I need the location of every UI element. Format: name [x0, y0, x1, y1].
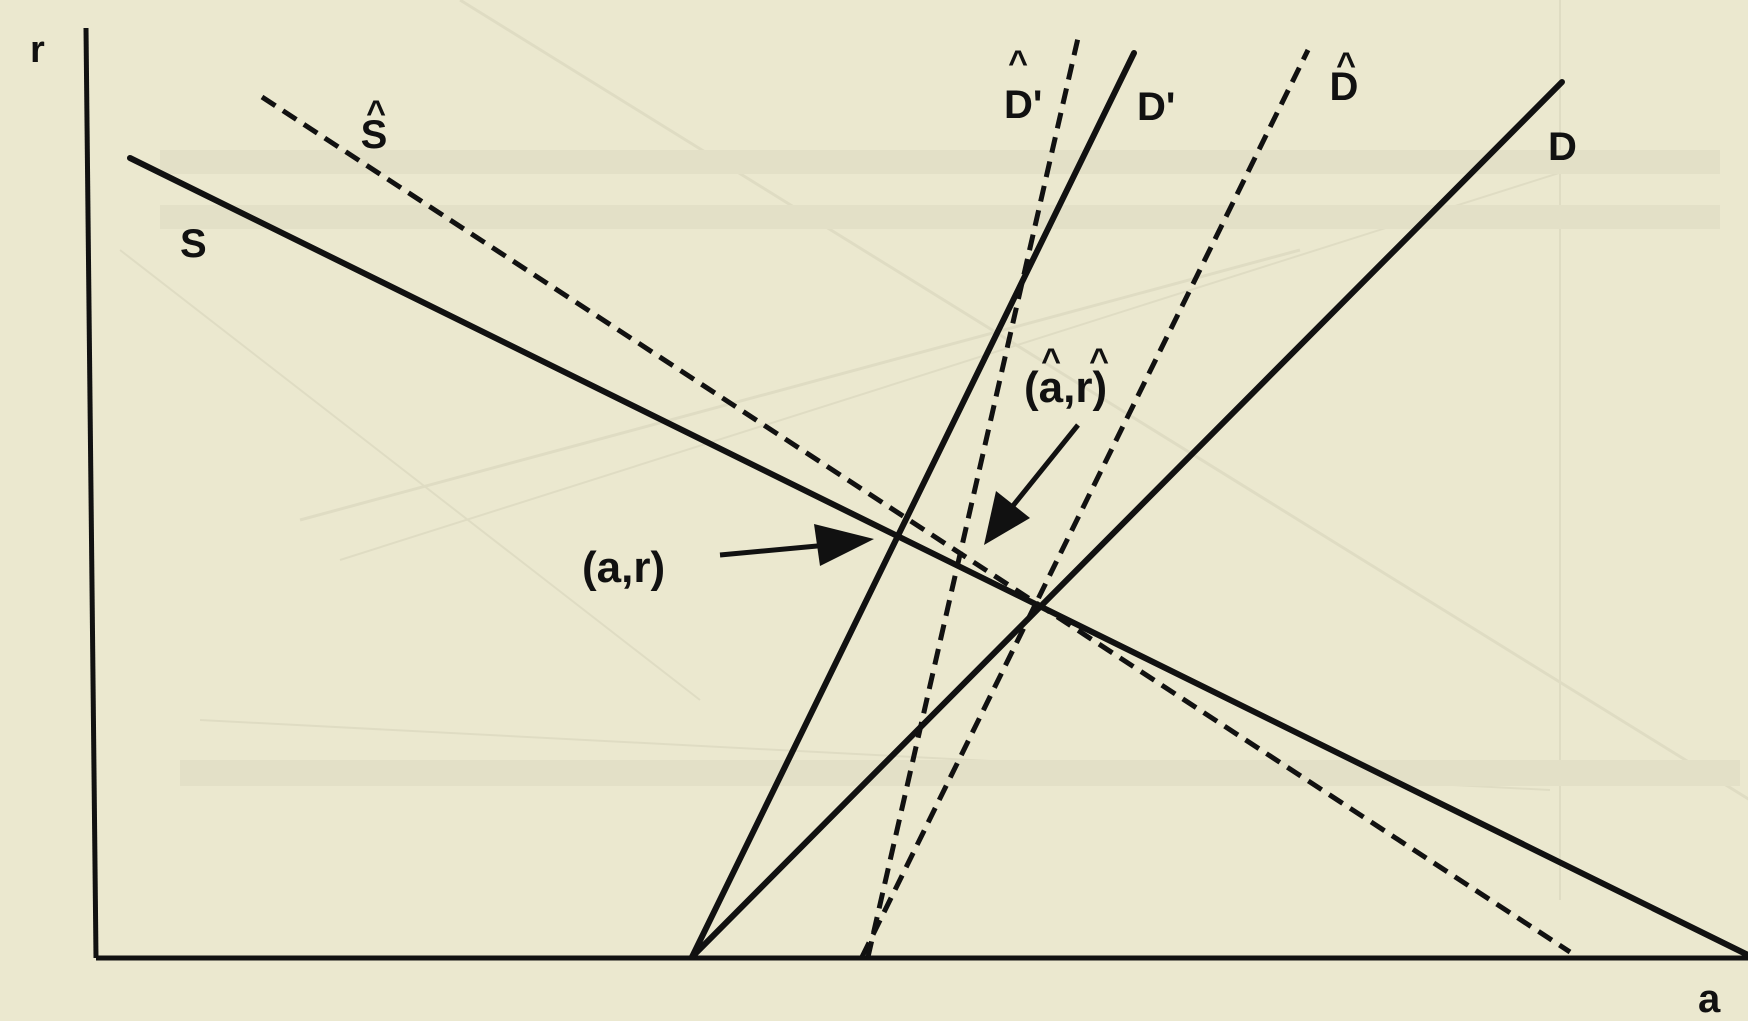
curve-label-d-hat: D: [1330, 65, 1359, 109]
point-label-equilibrium-hat: (a,r): [1024, 363, 1107, 412]
arrows: [719, 423, 1080, 566]
curve-d-hat: [859, 48, 1311, 959]
x-axis-label: a: [1698, 977, 1721, 1021]
hat-d-prime: ^: [1008, 44, 1028, 82]
curve-label-d: D: [1548, 125, 1577, 169]
curve-s-hat: [260, 94, 1572, 955]
curve-d: [689, 79, 1565, 960]
y-axis-label: r: [30, 29, 45, 71]
hat-r: ^: [1089, 342, 1109, 380]
curve-label-d-prime: D': [1137, 85, 1175, 129]
arrow-equilibrium-head: [814, 524, 874, 566]
curve-label-s: S: [180, 222, 207, 266]
arrow-equilibrium-hat-head: [984, 491, 1030, 545]
point-label-equilibrium: (a,r): [582, 543, 665, 592]
axes: [83, 27, 1748, 961]
arrow-equilibrium-hat-shaft: [1010, 423, 1080, 509]
y-axis: [83, 27, 99, 959]
curve-s: [127, 155, 1748, 958]
curve-d-prime: [689, 50, 1137, 960]
hat-s: ^: [366, 94, 386, 132]
solid-curves: [127, 50, 1748, 960]
hat-a: ^: [1041, 342, 1061, 380]
arrow-equilibrium-shaft: [719, 542, 829, 558]
curve-d-prime-hat: [865, 37, 1081, 958]
curve-label-d-prime-hat: D': [1004, 83, 1042, 127]
curve-label-s-hat: S: [361, 113, 388, 157]
hat-d: ^: [1336, 46, 1356, 84]
dashed-curves: [260, 37, 1572, 959]
bleed-through-texture: [119, 0, 1748, 900]
